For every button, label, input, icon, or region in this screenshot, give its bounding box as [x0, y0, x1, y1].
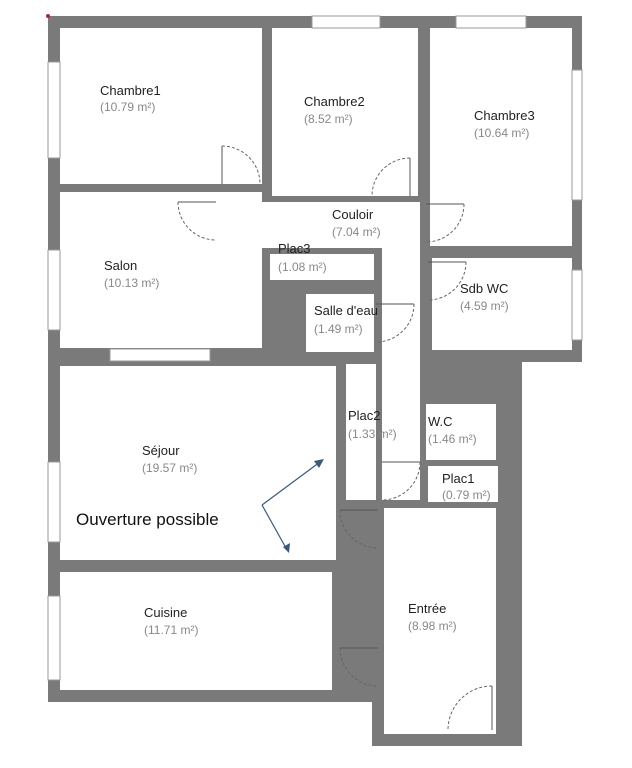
window [47, 61, 61, 159]
door-swing [425, 203, 465, 243]
plac2-area: (1.33 m²) [348, 427, 397, 441]
sdb-wc-area: (4.59 m²) [460, 299, 509, 313]
doors [177, 145, 493, 731]
window [47, 461, 61, 543]
corner-marker [46, 14, 50, 18]
door-swing [339, 509, 379, 549]
wc-area: (1.46 m²) [428, 432, 477, 446]
sejour-area: (19.57 m²) [142, 461, 197, 475]
door-swing [381, 461, 421, 501]
annotation-arrowheads [283, 459, 324, 553]
door-swing [447, 685, 493, 731]
room-salle-eau [306, 294, 374, 352]
window [47, 595, 61, 681]
arrow-up-line [261, 461, 321, 506]
window [311, 15, 381, 29]
room-plac1 [428, 466, 498, 502]
wc-name: W.C [428, 414, 453, 429]
chambre3-name: Chambre3 [474, 108, 535, 123]
chambre2-area: (8.52 m²) [304, 112, 353, 126]
chambre1-area: (10.79 m²) [100, 100, 155, 114]
plac1-area: (0.79 m²) [442, 488, 491, 502]
door-swing [177, 201, 217, 241]
salon-name: Salon [104, 258, 137, 273]
room-salon [60, 192, 262, 348]
window [571, 269, 583, 341]
window [571, 69, 583, 201]
arrow-down-line [261, 504, 287, 549]
room-sejour [60, 366, 336, 560]
plac2-name: Plac2 [348, 408, 381, 423]
room-entree [384, 508, 496, 734]
salle-eau-area: (1.49 m²) [314, 322, 363, 336]
window [455, 15, 527, 29]
door-swing [339, 647, 379, 687]
windows [47, 15, 583, 681]
entree-name: Entrée [408, 601, 446, 616]
salon-area: (10.13 m²) [104, 276, 159, 290]
room-plac2 [346, 364, 376, 500]
room-cuisine [60, 572, 332, 690]
arrowhead-up [314, 459, 324, 468]
salle-eau-name: Salle d'eau [314, 303, 378, 318]
room-chambre2 [272, 28, 418, 196]
plac3-area: (1.08 m²) [278, 260, 327, 274]
chambre2-name: Chambre2 [304, 94, 365, 109]
room-wc [426, 404, 496, 460]
plac3-name: Plac3 [278, 241, 311, 256]
entree-area: (8.98 m²) [408, 619, 457, 633]
chambre3-area: (10.64 m²) [474, 126, 529, 140]
sejour-name: Séjour [142, 443, 180, 458]
door-swing [375, 303, 415, 343]
room-chambre3 [430, 28, 572, 246]
door-swing [371, 157, 411, 197]
window [109, 348, 211, 362]
room-plac3 [270, 254, 374, 280]
room-labels: Chambre1 (10.79 m²) Chambre2 (8.52 m²) C… [100, 83, 535, 637]
door-swing [427, 261, 467, 301]
room-chambre1 [60, 28, 262, 184]
annotation-arrows [261, 461, 321, 549]
door-swing [221, 145, 261, 185]
room-sdb-wc [432, 258, 572, 350]
sdb-wc-name: Sdb WC [460, 281, 508, 296]
cuisine-name: Cuisine [144, 605, 187, 620]
window [47, 249, 61, 331]
annotation-text: Ouverture possible [76, 510, 219, 529]
room-floors [60, 28, 572, 734]
arrowhead-down [283, 543, 290, 553]
couloir-area: (7.04 m²) [332, 225, 381, 239]
plac1-name: Plac1 [442, 471, 475, 486]
cuisine-area: (11.71 m²) [144, 623, 198, 637]
chambre1-name: Chambre1 [100, 83, 161, 98]
couloir-name: Couloir [332, 207, 374, 222]
